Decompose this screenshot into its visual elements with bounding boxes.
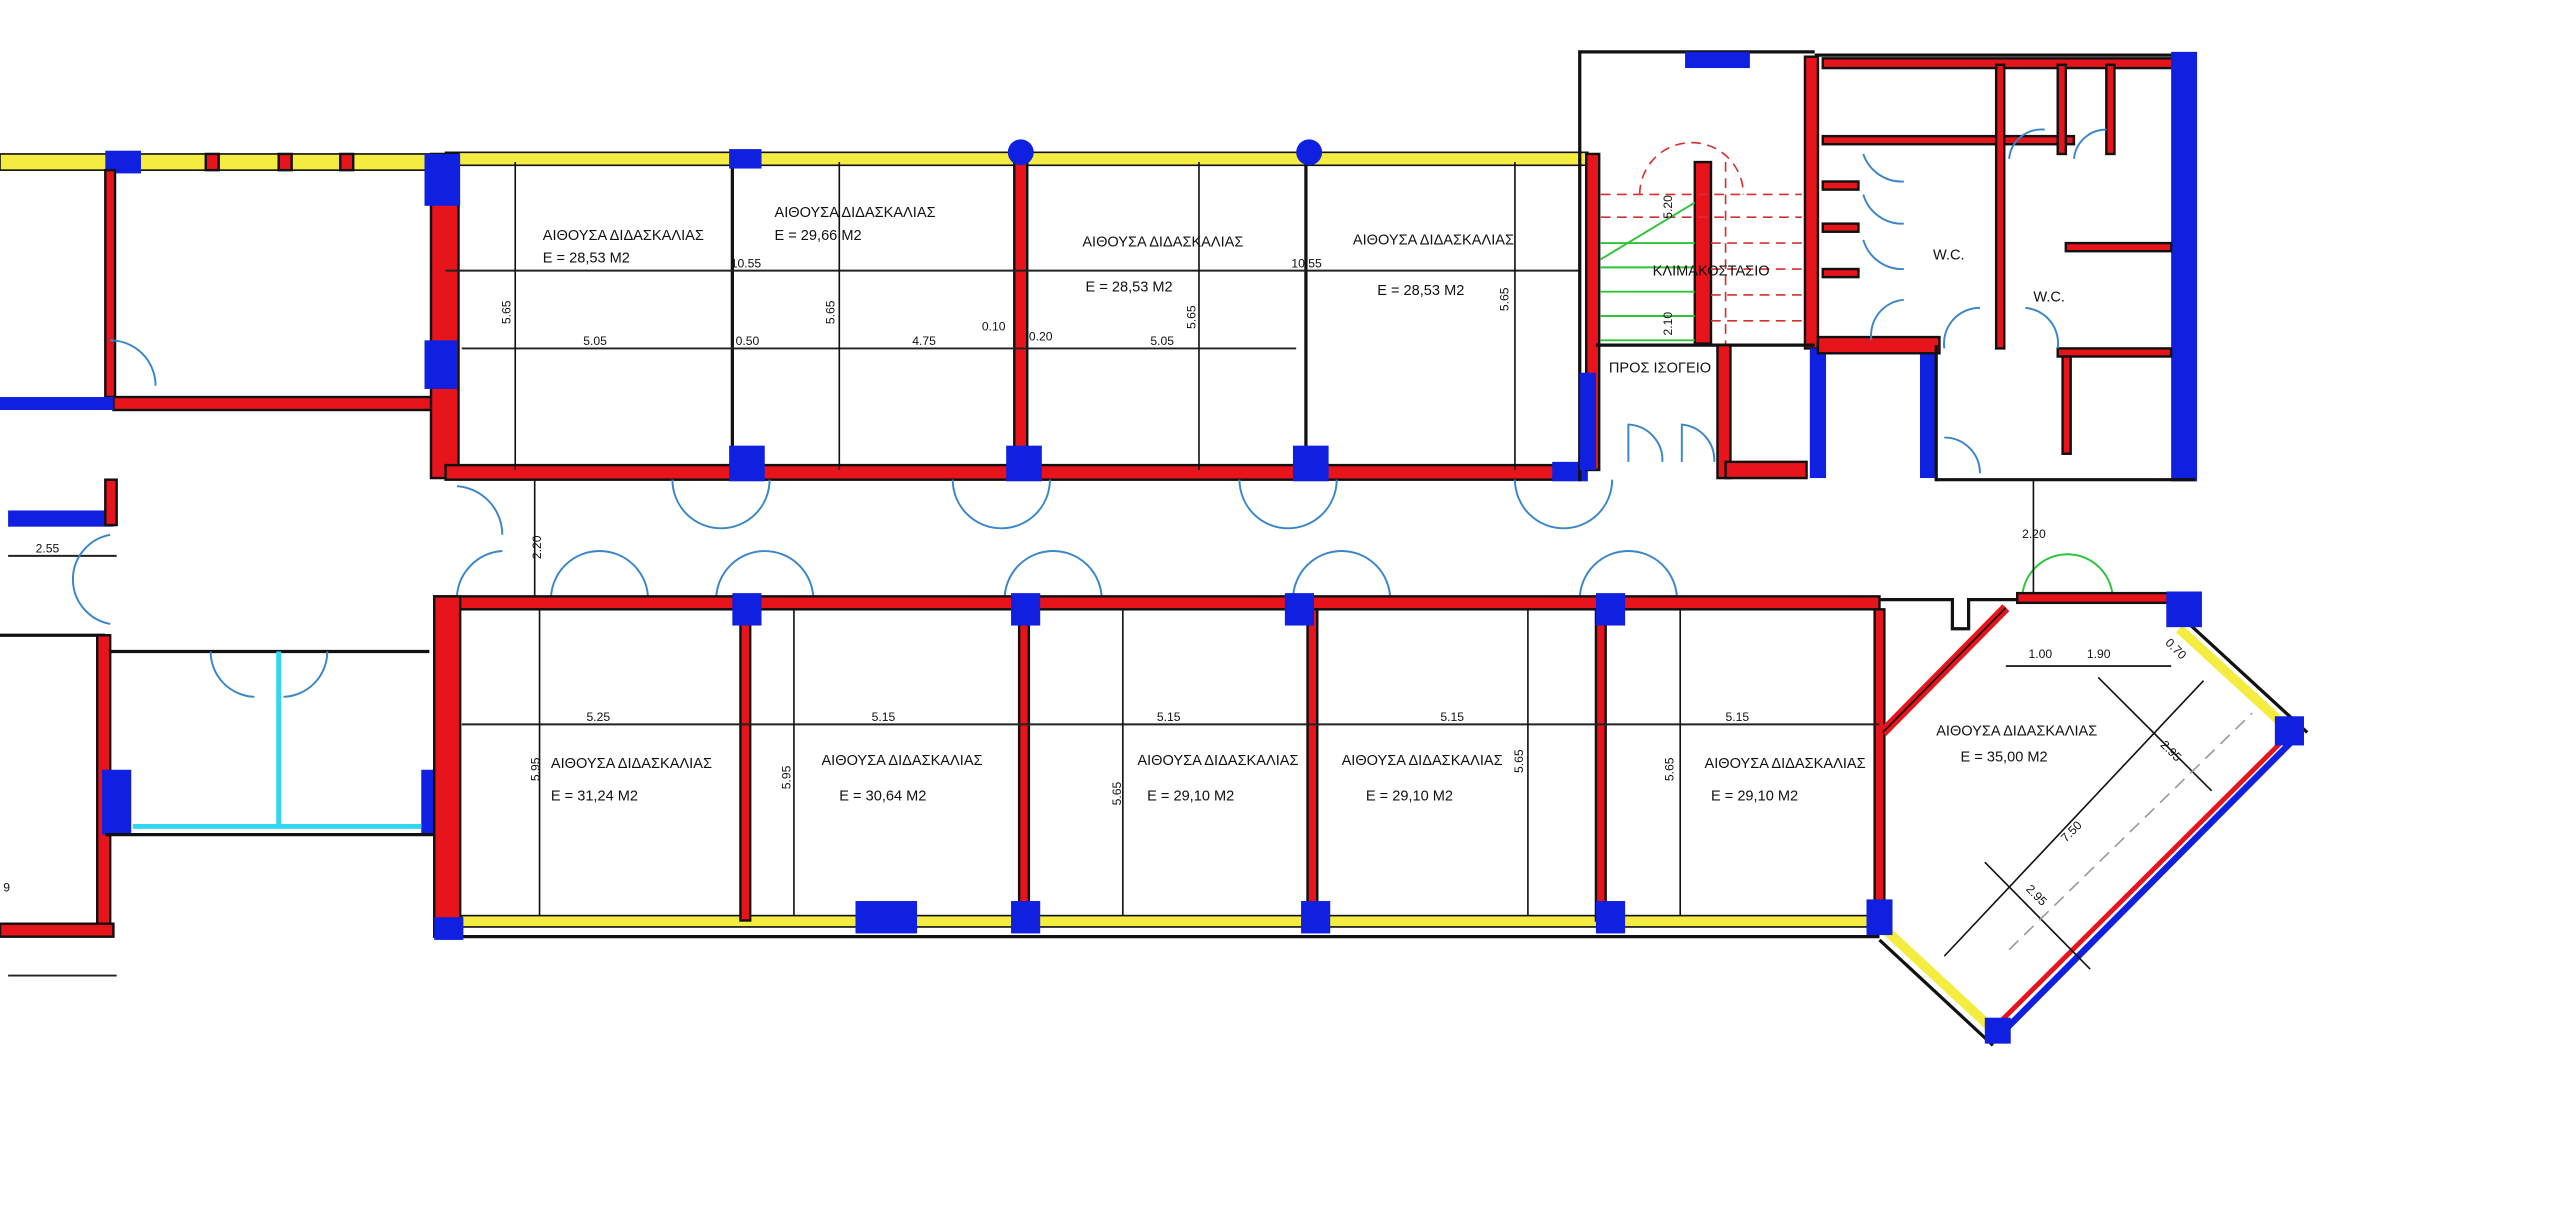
dim-label: 9 (3, 880, 10, 894)
dim-label: 5.05 (1150, 334, 1174, 348)
room-area: Ε = 31,24 Μ2 (551, 789, 638, 805)
dim-label: 2.20 (2022, 527, 2046, 541)
room-name: ΑΙΘΟΥΣΑ ΔΙΔΑΣΚΑΛΙΑΣ (551, 756, 712, 772)
dim-label: 5.65 (1663, 757, 1677, 781)
dim-label: 5.65 (823, 300, 837, 324)
dim-label: 0.20 (1029, 329, 1053, 343)
room-name: ΑΙΘΟΥΣΑ ΔΙΔΑΣΚΑΛΙΑΣ (1705, 756, 1866, 772)
dim-label: 5.15 (1157, 710, 1181, 724)
dim-label: 2.20 (530, 535, 544, 559)
room-name: ΑΙΘΟΥΣΑ ΔΙΔΑΣΚΑΛΙΑΣ (1353, 233, 1514, 249)
dim-label: 1.00 (2029, 647, 2053, 661)
dim-label: 2.55 (36, 542, 60, 556)
dim-label: 1.90 (2087, 647, 2111, 661)
room-area: Ε = 28,53 Μ2 (543, 251, 630, 267)
angled-classroom: 1.00 1.90 0.70 7.50 2.95 2.95 ΑΙΘΟΥΣΑ ΔΙ… (1866, 591, 2309, 1047)
dim-label: 2.10 (1661, 312, 1675, 336)
dim-label: 7.50 (2058, 818, 2085, 845)
dim-label: 5.65 (1110, 782, 1124, 806)
dim-label: 5.15 (872, 710, 896, 724)
room-name: ΑΙΘΟΥΣΑ ΔΙΔΑΣΚΑΛΙΑΣ (821, 753, 982, 769)
bottom-classrooms: 5.25 5.15 5.15 5.15 5.15 5.95 5.95 5.65 … (433, 593, 1893, 940)
room-name: ΑΙΘΟΥΣΑ ΔΙΔΑΣΚΑΛΙΑΣ (1082, 234, 1243, 250)
dim-label: 5.65 (1497, 287, 1511, 311)
wc-label: W.C. (1933, 247, 1965, 263)
dim-label: 5.15 (1440, 710, 1464, 724)
room-area: Ε = 30,64 Μ2 (839, 789, 926, 805)
stair-direction-label: ΠΡΟΣ ΙΣΟΓΕΙΟ (1609, 361, 1711, 377)
room-name: ΑΙΘΟΥΣΑ ΔΙΔΑΣΚΑΛΙΑΣ (1137, 753, 1298, 769)
dim-label: 5.95 (529, 757, 543, 781)
top-classrooms: ΑΙΘΟΥΣΑ ΔΙΔΑΣΚΑΛΙΑΣ Ε = 28,53 Μ2 ΑΙΘΟΥΣΑ… (424, 139, 1589, 482)
room-name: ΑΙΘΟΥΣΑ ΔΙΔΑΣΚΑΛΙΑΣ (543, 228, 704, 244)
room-area: Ε = 29,66 Μ2 (774, 228, 861, 244)
room-area: Ε = 28,53 Μ2 (1377, 283, 1464, 299)
room-area: Ε = 28,53 Μ2 (1086, 280, 1173, 296)
left-wing: 2.55 9 (0, 150, 441, 977)
wc-block: W.C. W.C. (1814, 51, 2198, 482)
room-area: Ε = 29,10 Μ2 (1366, 789, 1453, 805)
dim-label: 10.55 (731, 256, 762, 270)
room-area: Ε = 35,00 Μ2 (1961, 750, 2048, 766)
room-name: ΑΙΘΟΥΣΑ ΔΙΔΑΣΚΑΛΙΑΣ (774, 205, 935, 221)
room-name: ΑΙΘΟΥΣΑ ΔΙΔΑΣΚΑΛΙΑΣ (1936, 724, 2097, 740)
wc-label: W.C. (2033, 289, 2065, 305)
dim-label: 5.95 (780, 765, 794, 789)
room-name: ΑΙΘΟΥΣΑ ΔΙΔΑΣΚΑΛΙΑΣ (1342, 753, 1503, 769)
dim-label: 5.05 (583, 334, 607, 348)
dim-label: 5.65 (1185, 305, 1199, 329)
dim-label: 5.15 (1726, 710, 1750, 724)
dim-label: 0.50 (736, 334, 760, 348)
dim-label: 5.65 (499, 300, 513, 324)
staircase: 5.20 2.10 ΚΛΙΜΑΚΟΣΤΑΣΙΟ ΠΡΟΣ ΙΣΟΓΕΙΟ (1578, 50, 1937, 482)
stair-label: ΚΛΙΜΑΚΟΣΤΑΣΙΟ (1653, 263, 1770, 279)
dim-label: 5.65 (1512, 749, 1526, 773)
dim-label: 5.20 (1661, 195, 1675, 219)
corridor: 2.20 2.20 (455, 479, 2114, 600)
dim-label: 5.25 (587, 710, 611, 724)
room-area: Ε = 29,10 Μ2 (1147, 789, 1234, 805)
dim-label: 4.75 (912, 334, 936, 348)
dim-label: 0.10 (982, 320, 1006, 334)
room-area: Ε = 29,10 Μ2 (1711, 789, 1798, 805)
dim-label: 10.55 (1291, 256, 1322, 270)
